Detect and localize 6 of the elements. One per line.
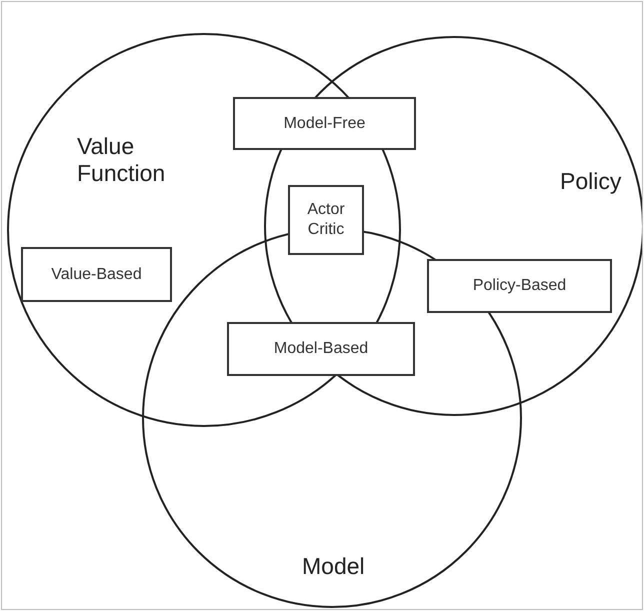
category-box: Value-Based	[21, 247, 172, 302]
set-label: Policy	[560, 168, 622, 195]
set-label: Value Function	[77, 133, 166, 187]
set-label: Model	[302, 553, 365, 580]
category-box: Actor Critic	[288, 185, 364, 255]
category-box: Model-Free	[233, 97, 416, 150]
